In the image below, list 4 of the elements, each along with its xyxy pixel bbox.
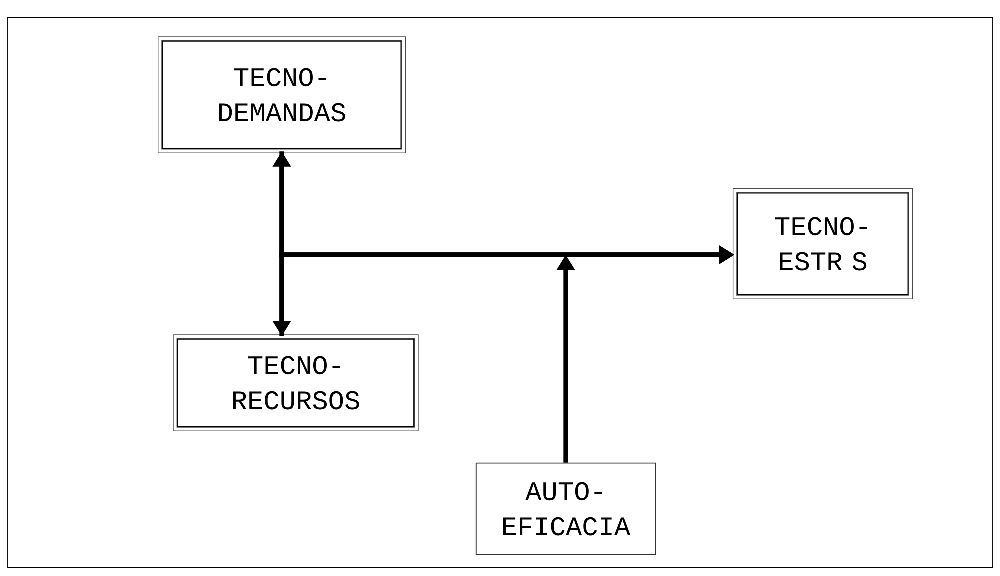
double-bordered-box: TECNO- DEMANDAS xyxy=(158,36,406,154)
box: AUTO- EFICACIA xyxy=(476,462,656,556)
double-bordered-box: TECNO- ESTR S xyxy=(732,188,914,300)
double-bordered-box: TECNO- RECURSOS xyxy=(173,334,419,432)
